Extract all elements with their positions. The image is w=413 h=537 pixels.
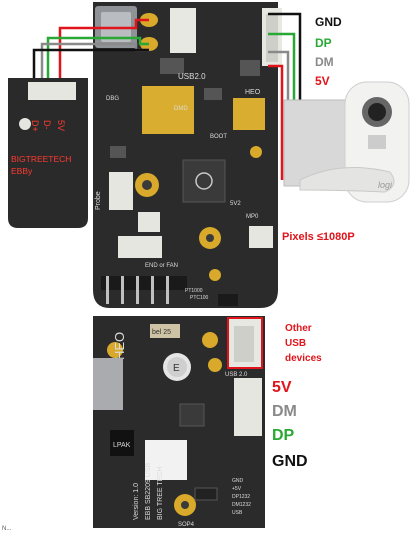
mount-hole-3	[250, 146, 262, 158]
bottom-sop4: SOP4	[178, 522, 195, 528]
capacitor-inner	[167, 357, 187, 377]
pin-label-5v: 5V	[272, 379, 292, 396]
wire-red-left	[58, 18, 149, 82]
bottom-usba-port	[93, 358, 123, 410]
wire-label-dm: DM	[315, 55, 334, 69]
component-3	[240, 60, 260, 76]
adapter-screw	[19, 118, 31, 130]
usb-note-line2: USB	[285, 338, 306, 349]
mount-hole-2-in	[206, 234, 214, 242]
usb-label: USB2.0	[178, 72, 206, 81]
boot-label: BOOT	[210, 134, 227, 140]
bel-fuse	[150, 324, 180, 338]
raspberry-icon	[195, 172, 213, 190]
ptc-label: PTC100	[190, 295, 209, 301]
camera-brand: logi	[378, 180, 393, 190]
bottom-heo: HEO	[112, 332, 127, 360]
heo-label: HEO	[245, 89, 261, 96]
switch	[218, 294, 238, 306]
webcam: logi	[283, 81, 410, 203]
endfan-connector	[118, 236, 162, 258]
wire-green-left	[46, 36, 149, 98]
camera-lens	[368, 103, 386, 121]
adapter-pin-dplus: D+	[30, 120, 40, 132]
adapter-body	[8, 78, 88, 228]
usb-note-line3: devices	[285, 353, 322, 364]
bottom-connector	[234, 378, 262, 436]
bottom-usb-label: USB 2.0	[225, 372, 248, 378]
bottom-hole-3	[107, 342, 123, 358]
bottom-board: bel 25 E HEO LPAK USB 2.0 EBB SB2209 USB…	[93, 316, 265, 528]
pin-header	[101, 276, 187, 304]
adapter-header	[28, 82, 76, 100]
endfan-label: END or FAN	[145, 263, 178, 269]
bottom-side-pin-3: DP1232	[232, 494, 250, 500]
small-connector	[138, 212, 160, 232]
ptc-connector	[249, 226, 273, 248]
bottom-side-pin-1: GND	[232, 478, 244, 484]
bottom-hole-2	[208, 358, 222, 372]
bottom-side-pin-4: DM1232	[232, 502, 251, 508]
component-4	[160, 58, 184, 74]
pt-label: PT1000	[185, 288, 203, 294]
bottom-name-line2: Version: 1.0	[133, 483, 140, 520]
camera-pixels-label: Pixels ≤1080P	[282, 231, 355, 243]
camera-grill	[368, 135, 386, 149]
component-2	[110, 146, 126, 158]
bottom-hole-4-in	[181, 501, 189, 509]
mp-label: MP0	[246, 214, 259, 220]
bottom-side-pin-2: +5V	[232, 486, 242, 492]
wire-red-right	[268, 64, 284, 180]
dbg-label: DBG	[106, 96, 119, 102]
top-header-left	[170, 8, 196, 53]
bottom-ic	[194, 487, 218, 501]
raspberry-chip	[182, 159, 226, 203]
top-header-right-in	[266, 14, 278, 62]
wire-label-gnd: GND	[315, 15, 342, 29]
wire-label-5v: 5V	[315, 74, 330, 88]
adapter-pin-dminus: D-	[42, 120, 52, 130]
mount-hole-4	[209, 269, 221, 281]
mount-hole-1-in	[142, 180, 152, 190]
top-board: USB2.0 HEO DMD BOOT Probe END or FAN PT1…	[93, 2, 282, 308]
bottom-chip-2	[110, 430, 134, 456]
bottom-side-pin-5: USB	[232, 510, 243, 516]
bottom-usb-port-in	[234, 326, 254, 362]
camera-clip	[299, 167, 395, 193]
bottom-lpak: LPAK	[113, 442, 131, 449]
pin-label-gnd: GND	[272, 453, 308, 470]
pin-label-dm: DM	[272, 403, 297, 420]
main-chip	[142, 86, 194, 134]
bottom-white-pad	[145, 440, 187, 480]
adapter-brand-line2: EBBy	[11, 166, 33, 176]
probe-connector	[109, 172, 133, 210]
footnote: N...	[2, 526, 12, 532]
bottom-chip-1	[179, 403, 205, 427]
component-1	[204, 88, 222, 100]
wire-black-left	[32, 48, 149, 82]
adapter-brand-line1: BIGTREETECH	[11, 154, 71, 164]
pin-label-dp: DP	[272, 427, 295, 444]
bel-label: bel 25	[152, 329, 171, 336]
usb-adapter: 5V D- D+ BIGTREETECH EBBy	[8, 78, 88, 228]
wire-label-dp: DP	[315, 36, 332, 50]
bottom-name-line1: EBB SB2209 USB	[145, 462, 152, 520]
probe-label: Probe	[95, 191, 102, 210]
bottom-hole-1	[202, 332, 218, 348]
usb-note-line1: Other	[285, 323, 312, 334]
dmd-label: DMD	[174, 106, 188, 112]
adapter-pin-5v: 5V	[56, 120, 66, 131]
chip-pad	[233, 98, 265, 130]
v-label: 5V2	[230, 201, 241, 207]
bottom-brand: BIG TREE TECH	[157, 467, 164, 520]
capacitor-label: E	[173, 363, 180, 374]
